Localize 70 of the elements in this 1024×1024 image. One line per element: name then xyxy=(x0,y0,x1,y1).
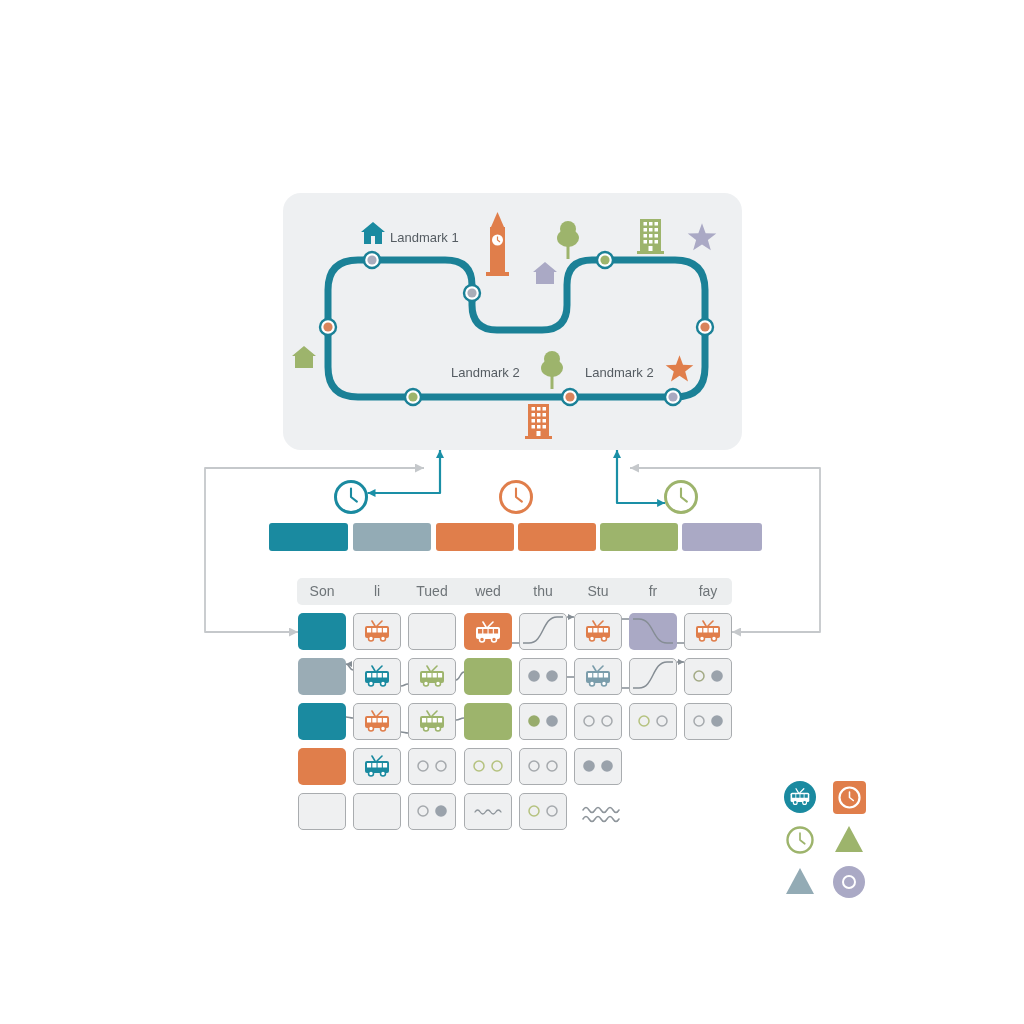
day-label: li xyxy=(373,583,381,600)
connector-line xyxy=(621,618,630,620)
calendar-cell xyxy=(298,748,346,785)
calendar-cell xyxy=(464,703,512,740)
calendar-cell xyxy=(519,748,567,785)
day-label: Stu xyxy=(587,583,609,600)
calendar-cell xyxy=(629,703,677,740)
calendar-cell xyxy=(353,748,401,785)
connector-line xyxy=(511,642,520,644)
clock-icon xyxy=(664,480,698,514)
calendar-cell xyxy=(353,793,401,830)
connector-line xyxy=(455,671,465,681)
arrow xyxy=(345,661,354,671)
calendar-cell xyxy=(353,613,401,650)
arrow xyxy=(629,463,821,637)
clock-icon xyxy=(499,480,533,514)
calendar-cell xyxy=(574,703,622,740)
connector-line xyxy=(566,676,575,678)
calendar-cell xyxy=(684,703,732,740)
arrow xyxy=(367,450,444,497)
day-label: Tued xyxy=(416,583,448,600)
clock-icon xyxy=(334,480,368,514)
arrow xyxy=(613,450,666,507)
calendar-cell xyxy=(353,703,401,740)
calendar-cell xyxy=(408,613,456,650)
connector-line xyxy=(345,716,354,719)
calendar-cell xyxy=(519,703,567,740)
day-label: thu xyxy=(533,583,553,600)
timeline-bar xyxy=(518,523,596,551)
calendar-cell xyxy=(464,658,512,695)
calendar-cell xyxy=(629,613,677,650)
calendar-cell xyxy=(408,748,456,785)
calendar-cell xyxy=(298,703,346,740)
timeline-bar xyxy=(353,523,431,551)
arrow xyxy=(566,614,575,620)
connector-line xyxy=(400,683,409,687)
calendar-cell xyxy=(464,793,512,830)
arrow xyxy=(204,463,425,637)
timeline-bar xyxy=(682,523,762,551)
connector-line xyxy=(621,687,630,689)
calendar-cell xyxy=(684,613,732,650)
connector-line xyxy=(455,717,465,721)
connector-line xyxy=(400,731,409,734)
landmark-label: Landmark 1 xyxy=(390,230,459,246)
calendar-cell xyxy=(464,748,512,785)
calendar-cell xyxy=(408,793,456,830)
calendar-cell xyxy=(629,658,677,695)
calendar-cell xyxy=(298,793,346,830)
calendar-cell xyxy=(574,613,622,650)
arrow xyxy=(676,659,685,665)
calendar-cell xyxy=(519,658,567,695)
calendar-cell xyxy=(574,658,622,695)
calendar-cell xyxy=(408,658,456,695)
calendar-cell xyxy=(298,613,346,650)
connector-line xyxy=(676,642,685,644)
day-label: fay xyxy=(698,583,718,600)
day-label: Son xyxy=(309,583,335,600)
calendar-cell xyxy=(519,613,567,650)
calendar-cell xyxy=(353,658,401,695)
day-label: fr xyxy=(648,583,658,600)
timeline-bar xyxy=(600,523,678,551)
calendar-cell xyxy=(519,793,567,830)
calendar-cell xyxy=(408,703,456,740)
timeline-bar xyxy=(436,523,514,551)
calendar-cell xyxy=(574,748,622,785)
day-label: wed xyxy=(475,583,501,600)
calendar-cell xyxy=(464,613,512,650)
calendar-cell xyxy=(298,658,346,695)
calendar-cell xyxy=(684,658,732,695)
timeline-bar xyxy=(269,523,348,551)
